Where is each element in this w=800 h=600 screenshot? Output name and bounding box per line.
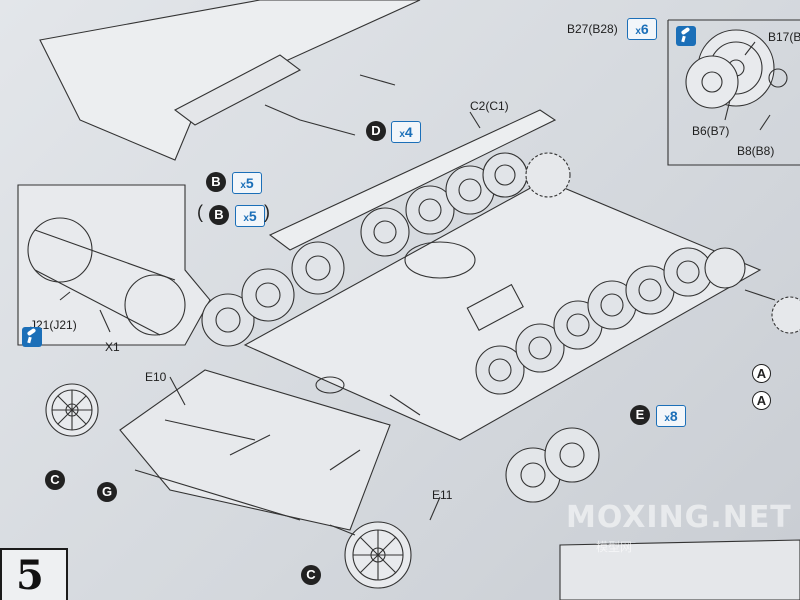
detail-box-left (17, 184, 211, 346)
part-callout-b-a: B (206, 172, 226, 192)
watermark-sub: 模型网 (596, 540, 633, 554)
part-label-b27: B27(B28) (567, 22, 618, 36)
paren-open: ( (197, 202, 203, 222)
sprocket-hub (685, 55, 739, 109)
qty-badge-b27: x6 (627, 18, 657, 40)
paint-brush-icon (676, 26, 696, 46)
step-number: 5 (16, 552, 44, 599)
part-label-e11: E11 (432, 488, 453, 502)
part-callout-e: E (630, 405, 650, 425)
part-callout-c-left: C (45, 470, 65, 490)
drive-sprocket-right (771, 296, 800, 334)
watermark: MOXING.NET (566, 500, 792, 535)
retaining-ring (768, 68, 788, 88)
qty-badge-b-a: x5 (232, 172, 262, 194)
upper-hull-panel (39, 0, 421, 161)
part-label-c2: C2(C1) (470, 99, 509, 113)
part-callout-a-2: A (752, 391, 771, 410)
part-label-e10: E10 (145, 370, 167, 384)
part-label-x1: X1 (105, 340, 120, 354)
part-label-b17: B17(B (768, 30, 800, 44)
drive-hub (704, 247, 746, 289)
part-callout-a-1: A (752, 364, 771, 383)
front-hull-assembly (119, 369, 391, 531)
part-callout-b-b: B (209, 205, 229, 225)
return-roller-bar (268, 109, 557, 251)
part-callout-c-bottom: C (301, 565, 321, 585)
spoked-wheel-bottom (344, 521, 412, 589)
qty-badge-d: x4 (391, 121, 421, 143)
part-label-b8: B8(B8) (737, 144, 775, 158)
chassis-plate (243, 179, 762, 441)
qty-badge-b-b: x5 (235, 205, 265, 227)
paren-close: ) (264, 202, 270, 222)
step-number-box: 5 (0, 548, 68, 600)
idler-sprocket (525, 152, 571, 198)
detail-box-top-right (667, 19, 800, 166)
qty-badge-e: x8 (656, 405, 686, 427)
part-callout-g: G (97, 482, 117, 502)
part-callout-d: D (366, 121, 386, 141)
track-segment (559, 539, 800, 600)
paint-brush-icon (22, 327, 42, 347)
spoked-wheel-left (45, 383, 99, 437)
part-label-b6: B6(B7) (692, 124, 730, 138)
